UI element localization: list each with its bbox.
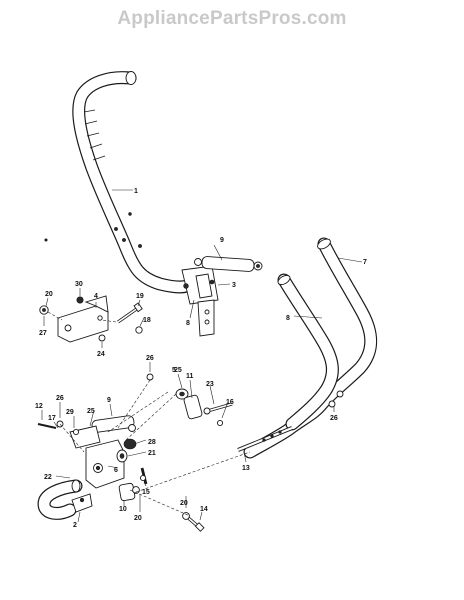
callout-13: 13 (242, 465, 250, 472)
handle-bracket-part-3 (181, 265, 219, 337)
control-handle-part-1 (44, 71, 197, 294)
callout-5: 5 (172, 367, 176, 374)
nut-part-16 (216, 419, 224, 427)
callout-15: 15 (142, 489, 150, 496)
nut-part-26-right-lower (328, 400, 336, 408)
callout-27: 27 (39, 330, 47, 337)
damper-part-9-upper (194, 256, 263, 272)
nut-part-20-upper-hole (42, 308, 46, 312)
callout-3: 3 (232, 282, 236, 289)
washer-part-21 (116, 449, 128, 463)
callout-20-upper: 20 (45, 291, 53, 298)
callout-4: 4 (94, 293, 98, 300)
right-handle-part-7 (243, 237, 378, 459)
bushing-part-11 (183, 394, 203, 420)
callout-9-upper: 9 (220, 237, 224, 244)
washer-part-29 (72, 428, 80, 436)
callout-21: 21 (148, 450, 156, 457)
callout-12: 12 (35, 403, 43, 410)
bolt-part-19 (117, 302, 143, 324)
callout-16: 16 (226, 399, 234, 406)
pivot-block-part-6 (69, 425, 125, 489)
callout-7: 7 (363, 259, 367, 266)
bolt-part-14 (182, 512, 205, 532)
callout-9-lower: 9 (107, 397, 111, 404)
bolt-part-23 (203, 402, 233, 415)
callout-6: 6 (114, 467, 118, 474)
callout-1: 1 (134, 188, 138, 195)
left-handle-part-8 (277, 273, 339, 431)
callout-24: 24 (97, 351, 105, 358)
u-bracket-part-2 (37, 479, 93, 520)
rod-part-13 (237, 426, 293, 452)
callout-28: 28 (148, 439, 156, 446)
callout-17: 17 (48, 415, 56, 422)
callout-8-right: 8 (286, 315, 290, 322)
site-watermark: AppliancePartsPros.com (117, 8, 347, 29)
callout-26-mid: 26 (146, 355, 154, 362)
nut-part-26-right (336, 390, 344, 398)
callout-26-right: 26 (330, 415, 338, 422)
callout-10: 10 (119, 506, 127, 513)
nut-part-26-mid (146, 373, 154, 381)
callout-8-upper: 8 (186, 320, 190, 327)
callout-23: 23 (206, 381, 214, 388)
callout-30: 30 (75, 281, 83, 288)
callout-19: 19 (136, 293, 144, 300)
callout-29: 29 (66, 409, 74, 416)
callout-14: 14 (200, 506, 208, 513)
callout-2: 2 (73, 522, 77, 529)
callout-26-left: 26 (56, 395, 64, 402)
callout-25-mid: 25 (174, 367, 182, 374)
callout-22: 22 (44, 474, 52, 481)
callout-25-lower: 25 (87, 408, 95, 415)
callout-11: 11 (186, 373, 194, 380)
nut-part-24 (98, 334, 106, 342)
callout-20-lower: 20 (134, 515, 142, 522)
bolt-part-15 (139, 467, 148, 485)
pivot-bracket-part-4 (57, 295, 109, 343)
bushing-part-28 (123, 438, 137, 450)
bolt-part-12 (37, 423, 57, 429)
callout-labels: 1 2 3 4 5 6 7 8 8 9 9 10 11 12 13 14 15 … (35, 188, 367, 529)
callout-18: 18 (143, 317, 151, 324)
callout-leader-lines (41, 189, 363, 523)
nut-part-18 (135, 326, 143, 334)
callout-20-right: 20 (180, 500, 188, 507)
